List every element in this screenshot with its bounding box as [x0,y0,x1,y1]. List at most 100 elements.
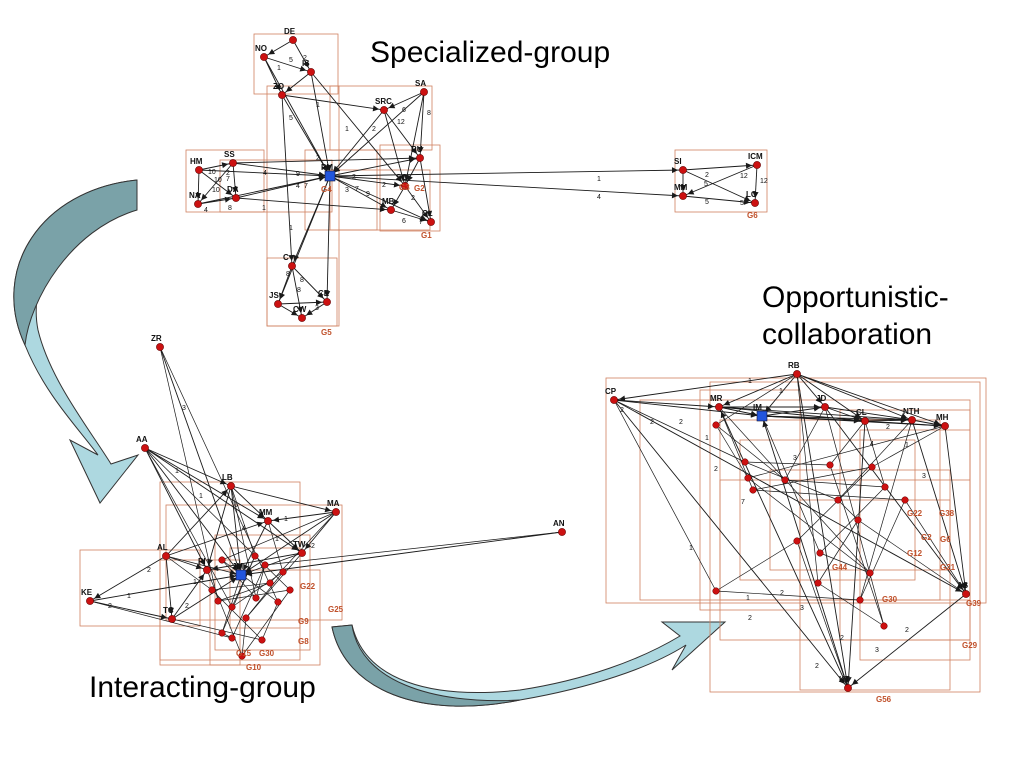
opportunistic-node [881,483,889,491]
interacting-edge-weight: 1 [284,516,288,523]
specialized-node-label: SRC [375,97,392,106]
specialized-edge-weight: 7 [419,219,423,226]
opportunistic-edge-weight: 7 [741,499,745,506]
opportunistic-edge-arrowhead [851,678,859,685]
interacting-edge [231,564,266,639]
specialized-edge-arrowhead [407,174,413,182]
specialized-edge [390,185,406,211]
specialized-edge-weight: 8 [300,277,304,284]
specialized-node-label: NA [189,191,201,200]
interacting-node-label: MM [259,508,273,517]
specialized-edge-weight: 10 [212,187,220,194]
interacting-node [168,615,176,623]
specialized-edge-arrowhead [285,85,293,92]
interacting-node [208,586,216,594]
opportunistic-edge-weight: 3 [875,647,879,654]
opportunistic-center-node [756,410,768,422]
specialized-node-label: RU [411,145,423,154]
specialized-edge [329,175,392,211]
specialized-group-label: G3 [399,183,410,192]
specialized-edge-arrowhead [395,175,402,183]
interacting-edge [261,601,279,641]
interacting-edge-arrowhead [256,521,264,528]
interacting-edge-arrowhead [211,565,219,572]
opportunistic-edge [796,373,946,427]
specialized-edge-weight: 2 [382,182,386,189]
specialized-edge [329,109,385,177]
interacting-group-title: Interacting-group [89,671,316,704]
interacting-edge-weight: 1 [175,468,179,475]
opportunistic-edge-arrowhead [723,399,731,406]
specialized-node-label: LO [746,190,757,199]
specialized-edge-weight: 2 [226,170,230,177]
opportunistic-group-box [739,439,916,581]
specialized-edge [404,157,421,187]
opportunistic-edge [613,399,746,463]
specialized-edge [277,303,303,319]
opportunistic-edge [784,406,826,481]
opportunistic-group-label: G2 [921,533,932,542]
interacting-node [214,597,222,605]
interacting-node [258,636,266,644]
specialized-edge-arrowhead [372,105,380,112]
interacting-edge [89,555,167,602]
opportunistic-edge [796,373,819,584]
interacting-edge [230,485,242,576]
specialized-edge-weight: 9 [296,171,300,178]
opportunistic-edge [715,373,798,426]
interacting-edge [217,582,271,602]
interacting-group-label: G15 [236,649,252,658]
opportunistic-edge [613,399,717,592]
opportunistic-group-label: G6 [940,535,951,544]
opportunistic-node [861,417,869,425]
opportunistic-edge [824,406,913,421]
interacting-edge [89,600,173,620]
interacting-edge [159,346,242,576]
specialized-edge [235,197,392,211]
opportunistic-group-label: G56 [876,695,892,704]
interacting-edge [230,485,257,599]
opportunistic-node [749,486,757,494]
interacting-center-node [235,569,247,581]
opportunistic-edge-arrowhead [853,414,861,421]
opportunistic-edge [817,582,885,627]
specialized-edge-weight: 12 [740,173,748,180]
opportunistic-edge [718,406,871,574]
specialized-node [195,166,203,174]
specialized-edge-arrowhead [388,102,396,109]
opportunistic-edge [718,406,866,422]
interacting-edge-weight: 2 [185,603,189,610]
opportunistic-edge [944,425,967,595]
specialized-node [679,166,687,174]
interacting-edge [264,531,563,566]
specialized-edge-arrowhead [322,164,328,172]
specialized-node-label: JS [269,291,279,300]
specialized-node [751,199,759,207]
specialized-group-box [329,169,431,231]
opportunistic-edge [744,461,839,501]
specialized-node [232,194,240,202]
specialized-node [420,88,428,96]
opportunistic-node [715,403,723,411]
specialized-group-box [304,149,378,231]
opportunistic-edge [747,477,871,574]
opportunistic-edge [761,415,821,554]
specialized-edge-arrowhead [399,174,405,182]
interacting-node [203,566,211,574]
opportunistic-edge [837,419,913,501]
opportunistic-edge-arrowhead [720,411,727,419]
opportunistic-group-label: G38 [939,509,955,518]
specialized-node [380,106,388,114]
flow-arrow-shade-left [13,179,138,347]
opportunistic-edge-arrowhead [956,583,963,591]
specialized-edge-weight: 2 [352,174,356,181]
specialized-edge [277,175,331,305]
opportunistic-node [741,458,749,466]
interacting-node-label: TC [163,606,174,615]
specialized-edge [310,71,406,187]
specialized-edge-arrowhead [195,192,202,200]
specialized-node-label: SI [674,157,682,166]
specialized-edge-arrowhead [379,202,387,208]
interacting-edge [230,485,256,557]
